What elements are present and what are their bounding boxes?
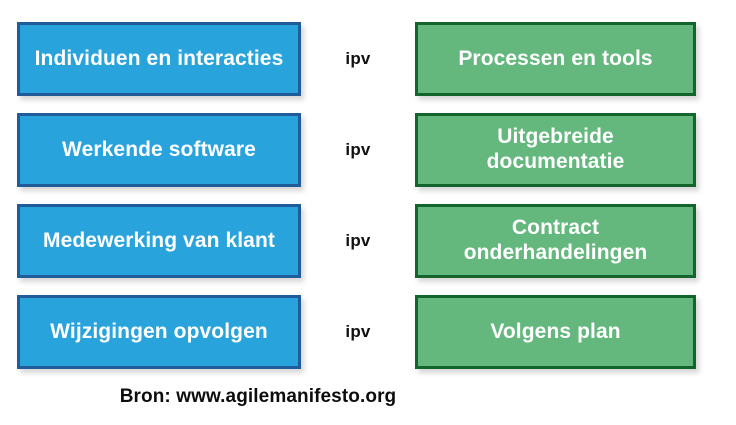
agile-value-box-1[interactable]: Individuen en interacties <box>17 22 301 96</box>
agile-value-label-3: Medewerking van klant <box>42 228 275 252</box>
traditional-value-box-2[interactable]: Uitgebreide documentatie <box>415 113 696 187</box>
agile-value-box-3[interactable]: Medewerking van klant <box>17 204 301 278</box>
traditional-value-label-2: Uitgebreide documentatie <box>486 125 625 173</box>
traditional-value-label-4: Volgens plan <box>490 319 621 343</box>
traditional-value-box-1[interactable]: Processen en tools <box>415 22 696 96</box>
traditional-value-box-3[interactable]: Contract onderhandelingen <box>415 204 696 278</box>
traditional-value-box-4[interactable]: Volgens plan <box>415 295 696 369</box>
separator-label-2: ipv <box>345 140 371 159</box>
agile-value-label-4: Wijzigingen opvolgen <box>50 319 268 343</box>
value-pair-row: Individuen en interacties ipv Processen … <box>0 22 736 96</box>
separator-label-4: ipv <box>345 322 371 341</box>
agile-value-label-2: Werkende software <box>62 137 256 161</box>
traditional-value-label-1: Processen en tools <box>458 46 653 70</box>
separator-label-3: ipv <box>345 231 371 250</box>
agile-value-label-1: Individuen en interacties <box>34 46 284 70</box>
traditional-value-label-3: Contract onderhandelingen <box>463 216 648 264</box>
separator-label-1: ipv <box>345 49 371 68</box>
source-credit: Bron: www.agilemanifesto.org <box>119 386 397 407</box>
agile-value-box-4[interactable]: Wijzigingen opvolgen <box>17 295 301 369</box>
value-pair-row: Medewerking van klant ipv Contract onder… <box>0 204 736 278</box>
value-pair-row: Werkende software ipv Uitgebreide docume… <box>0 113 736 187</box>
agile-value-box-2[interactable]: Werkende software <box>17 113 301 187</box>
value-pair-row: Wijzigingen opvolgen ipv Volgens plan <box>0 295 736 369</box>
